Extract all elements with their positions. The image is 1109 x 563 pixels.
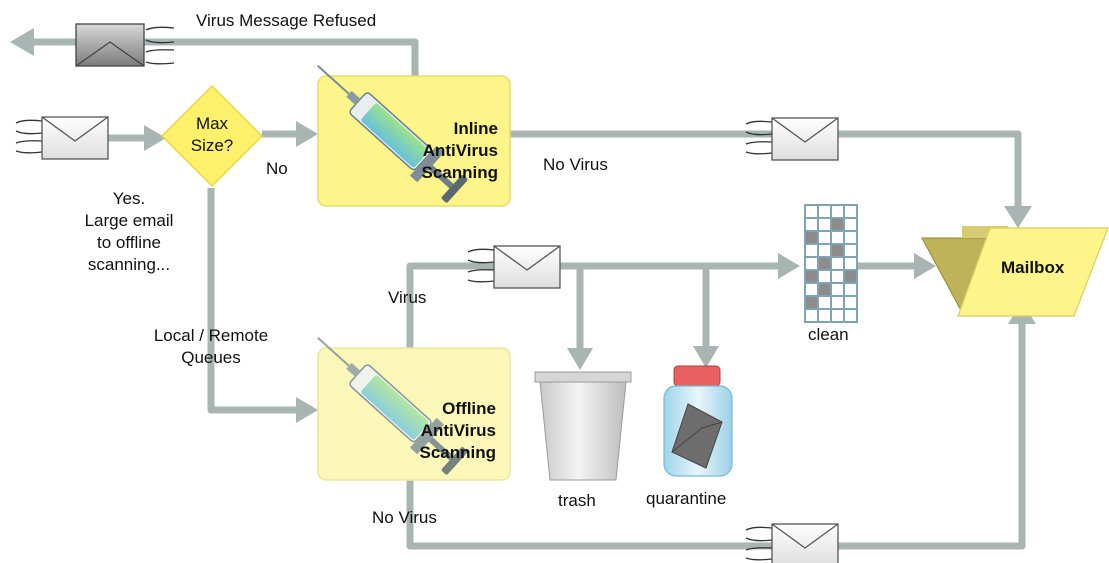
arrowhead-max-size bbox=[144, 125, 166, 151]
syringe-icon bbox=[317, 64, 468, 203]
arrowhead-refused bbox=[10, 28, 34, 56]
quarantine-jar-icon bbox=[663, 365, 733, 477]
max-size-line-2: Size? bbox=[190, 136, 234, 155]
refused-envelope-icon bbox=[75, 23, 175, 67]
filter-cell bbox=[832, 310, 843, 321]
yes-large-line-3: to offline bbox=[97, 233, 161, 252]
syringe-icon bbox=[317, 336, 468, 475]
inline-scan-line-1: Inline bbox=[453, 119, 498, 138]
offline-scan-label: Offline AntiVirus Scanning bbox=[418, 398, 496, 464]
filter-cell bbox=[806, 232, 817, 243]
filter-cell bbox=[806, 219, 817, 230]
filter-cell bbox=[845, 258, 856, 269]
filter-cell bbox=[832, 271, 843, 282]
envelope-icon bbox=[15, 116, 109, 160]
virus-label: Virus bbox=[388, 288, 427, 307]
arrow-no-virus-bottom bbox=[406, 318, 1026, 550]
filter-cell bbox=[845, 219, 856, 230]
filter-cell bbox=[819, 206, 830, 217]
filter-cell bbox=[832, 297, 843, 308]
filter-cell bbox=[819, 232, 830, 243]
filter-cell bbox=[806, 310, 817, 321]
filter-cell bbox=[832, 219, 843, 230]
quarantine-label: quarantine bbox=[646, 489, 727, 508]
mailbox-folder-icon bbox=[921, 226, 1109, 317]
filter-cell bbox=[819, 219, 830, 230]
filter-cell bbox=[819, 271, 830, 282]
filter-cell bbox=[845, 271, 856, 282]
filter-cell bbox=[845, 206, 856, 217]
filter-cell bbox=[845, 232, 856, 243]
yes-large-label: Yes. Large email to offline scanning... bbox=[64, 188, 194, 276]
mailbox-label: Mailbox bbox=[1001, 258, 1065, 277]
arrowhead-inline bbox=[296, 121, 318, 147]
arrowhead-clean bbox=[778, 253, 800, 279]
max-size-line-1: Max bbox=[195, 114, 229, 133]
inline-scan-line-3: Scanning bbox=[421, 163, 498, 182]
inline-scan-line-2: AntiVirus bbox=[422, 141, 498, 160]
filter-cell bbox=[832, 206, 843, 217]
filter-cell bbox=[819, 297, 830, 308]
filter-cell bbox=[819, 284, 830, 295]
local-remote-label: Local / Remote Queues bbox=[136, 325, 286, 369]
trash-label: trash bbox=[558, 491, 596, 510]
filter-cell bbox=[832, 245, 843, 256]
no-label: No bbox=[266, 159, 288, 178]
arrowhead-trash bbox=[567, 348, 593, 370]
envelope-icon bbox=[745, 117, 839, 161]
filter-cell bbox=[819, 310, 830, 321]
arrow-yes-to-offline bbox=[207, 188, 300, 414]
filter-cell bbox=[832, 284, 843, 295]
filter-cell bbox=[845, 245, 856, 256]
filter-cell bbox=[806, 258, 817, 269]
yes-large-line-4: scanning... bbox=[87, 255, 171, 274]
filter-cell bbox=[806, 271, 817, 282]
no-virus-top-label: No Virus bbox=[543, 155, 608, 174]
filter-cell bbox=[845, 297, 856, 308]
arrowhead-quarantine bbox=[693, 346, 719, 368]
offline-scan-line-2: AntiVirus bbox=[420, 421, 496, 440]
filter-cell bbox=[832, 232, 843, 243]
arrow-no-virus-top bbox=[510, 130, 1022, 212]
connector-arrows bbox=[30, 38, 1026, 550]
offline-scan-line-1: Offline bbox=[442, 399, 496, 418]
filter-cell bbox=[806, 206, 817, 217]
clean-label: clean bbox=[808, 325, 849, 344]
offline-scan-line-3: Scanning bbox=[419, 443, 496, 462]
filter-cell bbox=[845, 284, 856, 295]
max-size-diamond bbox=[160, 84, 264, 188]
filter-cell bbox=[806, 284, 817, 295]
local-remote-line-2: Queues bbox=[181, 348, 241, 367]
virus-refused-label: Virus Message Refused bbox=[196, 11, 377, 30]
clean-filter-icon bbox=[804, 204, 858, 323]
yes-large-line-1: Yes. bbox=[112, 189, 146, 208]
max-size-label: Max Size? bbox=[180, 113, 244, 157]
local-remote-line-1: Local / Remote bbox=[153, 326, 269, 345]
arrowhead-mailbox-top bbox=[1004, 206, 1032, 228]
arrowhead-mailbox-side bbox=[914, 253, 936, 279]
filter-cell bbox=[806, 245, 817, 256]
yes-large-line-2: Large email bbox=[84, 211, 174, 230]
filter-cell bbox=[819, 245, 830, 256]
filter-cell bbox=[806, 297, 817, 308]
trash-can-icon bbox=[534, 371, 632, 481]
arrow-virus-path bbox=[406, 262, 780, 348]
filter-cell bbox=[845, 310, 856, 321]
no-virus-bottom-label: No Virus bbox=[372, 508, 437, 527]
inline-scan-label: Inline AntiVirus Scanning bbox=[420, 118, 498, 184]
filter-cell bbox=[819, 258, 830, 269]
arrow-heads bbox=[10, 28, 1036, 423]
arrowhead-offline bbox=[296, 397, 318, 423]
filter-cell bbox=[832, 258, 843, 269]
